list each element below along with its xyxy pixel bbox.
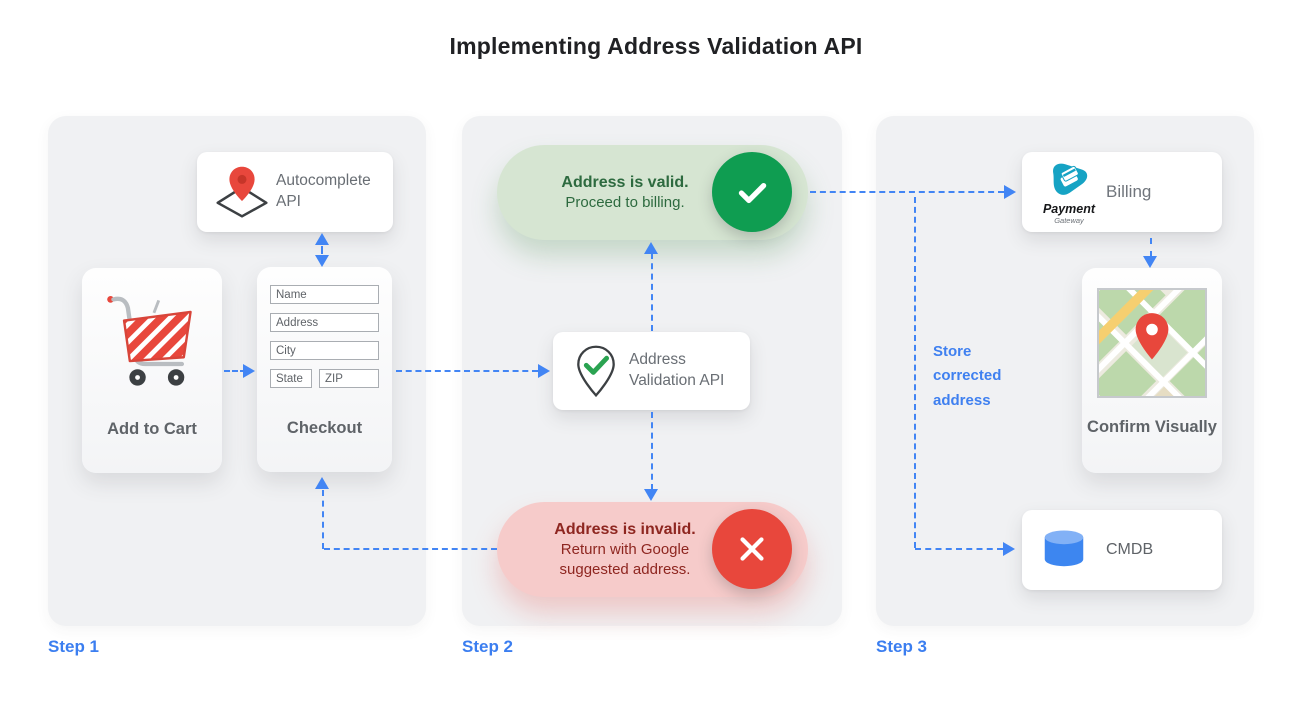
- payment-logo-title: Payment: [1042, 202, 1096, 216]
- invalid-title: Address is invalid.: [554, 521, 696, 539]
- autocomplete-api-node: Autocomplete API: [197, 152, 393, 232]
- step3-label: Step 3: [876, 637, 928, 656]
- autocomplete-api-label: Autocomplete API: [276, 172, 371, 210]
- confirm-visually-node: Confirm Visually: [1048, 242, 1248, 473]
- valid-subtitle: Proceed to billing.: [565, 194, 685, 212]
- payment-blob-icon: [1053, 163, 1088, 195]
- arrow-branch-to-cmdb: [915, 548, 1003, 550]
- arrow-validation-to-invalid: [651, 412, 653, 490]
- arrowhead-valid-to-billing: [1004, 185, 1016, 199]
- arrow-cart-to-checkout: [224, 370, 246, 372]
- add-to-cart-label: Add to Cart: [107, 420, 197, 438]
- billing-node: Payment Gateway Billing: [1022, 152, 1222, 232]
- city-field[interactable]: City: [270, 341, 379, 360]
- store-corrected-address-note: Store corrected address: [933, 343, 1002, 409]
- cmdb-node: CMDB: [1022, 510, 1222, 590]
- confirm-visually-label: Confirm Visually: [1087, 418, 1217, 436]
- payment-logo-subtitle: Gateway: [1054, 216, 1084, 225]
- arrowhead-invalid-to-checkout: [315, 477, 329, 489]
- add-to-cart-node: Add to Cart: [82, 268, 222, 473]
- arrow-validation-to-valid: [651, 253, 653, 331]
- arrowhead-validation-to-invalid: [644, 489, 658, 501]
- name-field[interactable]: Name: [270, 285, 379, 304]
- x-circle-icon: [712, 509, 792, 589]
- address-field[interactable]: Address: [270, 313, 379, 332]
- zip-field[interactable]: ZIP: [319, 369, 379, 388]
- bidirectional-arrow-icon: [315, 233, 329, 267]
- map-thumbnail: [1048, 242, 1248, 455]
- checkout-node: Name Address City State ZIP Checkout: [257, 267, 392, 472]
- step2-label: Step 2: [462, 637, 514, 656]
- step1-label: Step 1: [48, 637, 100, 656]
- checkout-form: Name Address City State ZIP: [270, 285, 379, 388]
- address-validation-api-node: Address Validation API: [553, 332, 750, 410]
- valid-result-pill: Address is valid. Proceed to billing.: [497, 145, 808, 240]
- valid-title: Address is valid.: [561, 174, 689, 192]
- check-circle-icon: [712, 152, 792, 232]
- arrowhead-branch-to-cmdb: [1003, 542, 1015, 556]
- arrowhead-cart-to-checkout: [243, 364, 255, 378]
- arrow-billing-to-confirm: [1150, 238, 1152, 257]
- invalid-subtitle: Return with Google suggested address.: [559, 541, 691, 579]
- arrow-checkout-to-validation: [396, 370, 538, 372]
- shopping-cart-icon: [94, 284, 210, 395]
- diamond-map-pin-icon: [213, 165, 271, 224]
- state-field[interactable]: State: [270, 369, 312, 388]
- branch-line-store-address: [914, 197, 916, 548]
- arrow-valid-to-billing: [810, 191, 1004, 193]
- cmdb-label: CMDB: [1106, 541, 1154, 558]
- database-icon: [1042, 529, 1086, 574]
- arrow-invalid-return-horizontal: [324, 548, 497, 550]
- invalid-result-text: Address is invalid. Return with Google s…: [531, 502, 719, 597]
- arrowhead-billing-to-confirm: [1143, 256, 1157, 268]
- arrowhead-validation-to-valid: [644, 242, 658, 254]
- arrow-invalid-return-vertical: [322, 490, 324, 549]
- billing-label: Billing: [1106, 182, 1152, 201]
- address-validation-api-label: Address Validation API: [629, 351, 725, 389]
- checkout-label: Checkout: [286, 419, 363, 437]
- payment-gateway-logo: Payment Gateway: [1036, 161, 1102, 225]
- valid-result-text: Address is valid. Proceed to billing.: [525, 145, 725, 240]
- pin-check-icon: [573, 344, 619, 404]
- page-title: Implementing Address Validation API: [449, 33, 863, 59]
- arrowhead-checkout-to-validation: [538, 364, 550, 378]
- invalid-result-pill: Address is invalid. Return with Google s…: [497, 502, 808, 597]
